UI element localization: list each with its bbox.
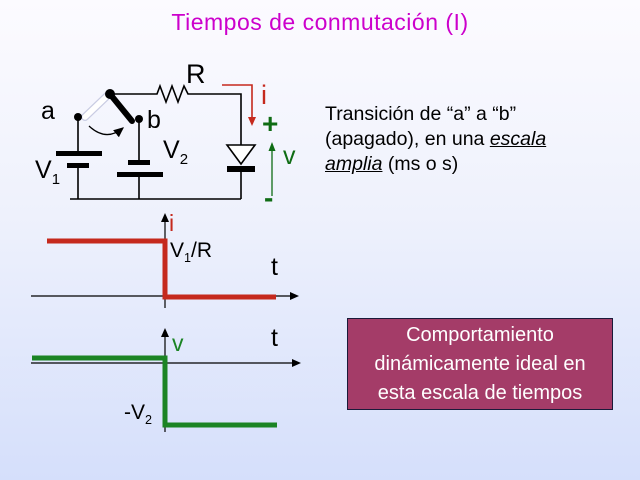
circuit-current-label: i bbox=[261, 80, 267, 110]
description-emphasis: escala amplia bbox=[325, 128, 547, 175]
circuit-diagram bbox=[56, 83, 276, 200]
diode-cathode-bar bbox=[227, 166, 255, 172]
switch-lever-a-ghost bbox=[82, 93, 110, 120]
circuit-voltage-label: v bbox=[283, 142, 296, 170]
source-v2-label: V2 bbox=[163, 136, 189, 168]
voltage-arrowhead bbox=[268, 142, 276, 151]
source-v1-subscript: 1 bbox=[51, 171, 61, 188]
source-v2-subscript: 2 bbox=[179, 151, 189, 168]
battery-v1-plate-long bbox=[56, 151, 102, 156]
current-plot-signal-label: i bbox=[169, 210, 175, 236]
voltage-plot bbox=[31, 328, 301, 432]
switch-pivot-dot bbox=[105, 89, 115, 99]
switch-position-b-label: b bbox=[147, 106, 161, 134]
description-pre: Transición de “a” a “b” (apagado), en un… bbox=[325, 103, 517, 150]
current-direction-arrow bbox=[222, 84, 253, 118]
current-level-subscript: 1 bbox=[184, 251, 192, 266]
source-v1-base: V bbox=[35, 156, 52, 184]
battery-v2-plate-long bbox=[117, 172, 163, 177]
note-box-line: esta escala de tiempos bbox=[377, 381, 583, 404]
current-level-base: V bbox=[170, 239, 185, 262]
polarity-plus-sign: + bbox=[262, 108, 279, 139]
voltage-level-label: -V2 bbox=[124, 402, 152, 427]
current-level-rest: /R bbox=[191, 239, 213, 262]
note-box-line: dinámicamente ideal en bbox=[374, 352, 586, 375]
voltage-plot-signal-label: v bbox=[172, 330, 184, 356]
switch-contact-a-dot bbox=[74, 113, 82, 121]
slide-title: Tiempos de conmutación (I) bbox=[171, 9, 469, 35]
current-plot-y-arrowhead bbox=[161, 213, 169, 222]
resistor-label: R bbox=[186, 59, 206, 89]
source-v1-label: V1 bbox=[35, 156, 61, 188]
current-level-label: V1/R bbox=[170, 240, 212, 265]
ideal-behavior-note-box: Comportamiento dinámicamente ideal en es… bbox=[347, 318, 613, 410]
current-plot-time-label: t bbox=[271, 253, 278, 281]
current-arrowhead bbox=[248, 117, 256, 126]
diode-triangle bbox=[225, 144, 257, 166]
source-v2-base: V bbox=[163, 136, 180, 164]
current-step-waveform bbox=[47, 238, 276, 300]
voltage-plot-y-arrowhead bbox=[161, 328, 169, 337]
current-plot bbox=[31, 213, 299, 308]
voltage-plot-time-label: t bbox=[271, 324, 278, 352]
switch-contact-b-dot bbox=[135, 115, 143, 123]
polarity-minus-sign: - bbox=[264, 182, 274, 213]
voltage-step-waveform bbox=[32, 355, 277, 428]
voltage-level-subscript: 2 bbox=[145, 413, 153, 428]
voltage-plot-x-arrowhead bbox=[292, 359, 301, 367]
current-plot-x-arrowhead bbox=[290, 292, 299, 300]
battery-v2-plate-short bbox=[128, 160, 150, 165]
description-post: (ms o s) bbox=[382, 153, 459, 175]
switch-lever-b-position bbox=[107, 91, 135, 124]
wire-top bbox=[110, 83, 242, 145]
switch-position-a-label: a bbox=[41, 97, 55, 125]
transition-description: Transición de “a” a “b” (apagado), en un… bbox=[325, 102, 587, 177]
voltage-level-base: -V bbox=[124, 401, 145, 424]
switch-motion-arc-arrow bbox=[88, 125, 125, 138]
battery-v1-plate-short bbox=[67, 163, 89, 168]
note-box-line: Comportamiento bbox=[406, 323, 554, 346]
